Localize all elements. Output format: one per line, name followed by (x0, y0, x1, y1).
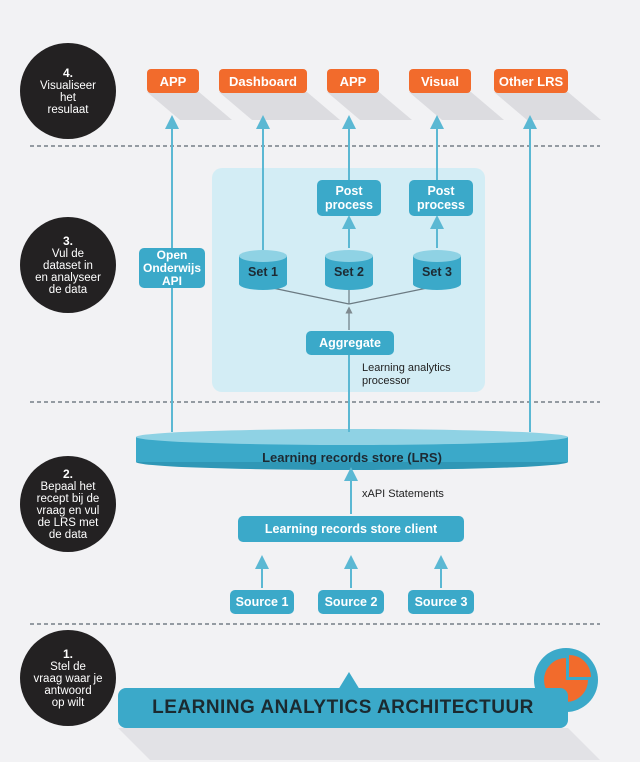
step-number: 3. (62, 233, 73, 248)
source-box-3: Source 3 (408, 590, 474, 614)
output-app-1: APP (147, 69, 199, 93)
set-arrows (256, 115, 444, 255)
step-text: Vul de dataset in en analyseer de data (35, 247, 101, 296)
output-other-lrs: Other LRS (494, 69, 568, 93)
output-app-2: APP (327, 69, 379, 93)
set-label-1: Set 1 (248, 265, 278, 279)
source-arrows (255, 555, 448, 588)
output-visual: Visual (409, 69, 471, 93)
step-number: 1. (62, 646, 73, 661)
source-box-1: Source 1 (230, 590, 294, 614)
aggregate-box: Aggregate (306, 331, 394, 355)
cylinder-set-2 (325, 250, 373, 290)
title-shadow (118, 728, 600, 760)
source-box-2: Source 2 (318, 590, 384, 614)
step-circle-1: 1. Stel de vraag waar je antwoord op wil… (20, 630, 116, 726)
step-text: Bepaal het recept bij de vraag en vul de… (36, 480, 100, 541)
cylinder-set-1 (239, 250, 287, 290)
title-pointer (338, 672, 360, 690)
cylinder-set-3 (413, 250, 461, 290)
open-onderwijs-api-box: Open Onderwijs API (139, 248, 205, 288)
step-number: 2. (62, 466, 73, 481)
step-circle-2: 2. Bepaal het recept bij de vraag en vul… (20, 456, 116, 552)
output-shadows (147, 92, 601, 120)
step-number: 4. (62, 65, 73, 80)
set-label-2: Set 2 (334, 265, 364, 279)
post-process-box-2: Post process (409, 180, 473, 216)
step-text: Visualiseer het resulaat (39, 79, 97, 116)
separators (30, 145, 600, 625)
processor-label: Learning analytics processor (362, 362, 451, 387)
output-dashboard: Dashboard (219, 69, 307, 93)
lrs-platform (136, 429, 568, 470)
step-circle-3: 3. Vul de dataset in en analyseer de dat… (20, 217, 116, 313)
step-circle-4: 4. Visualiseer het resulaat (20, 43, 116, 139)
lrs-label: Learning records store (LRS) (262, 450, 442, 465)
lrs-client-box: Learning records store client (238, 516, 464, 542)
set-label-3: Set 3 (422, 265, 452, 279)
step-text: Stel de vraag waar je antwoord op wilt (33, 660, 103, 709)
post-process-box-1: Post process (317, 180, 381, 216)
aggregate-lines (262, 285, 438, 330)
page-title: LEARNING ANALYTICS ARCHITECTUUR (118, 688, 568, 728)
xapi-label: xAPI Statements (362, 488, 444, 500)
